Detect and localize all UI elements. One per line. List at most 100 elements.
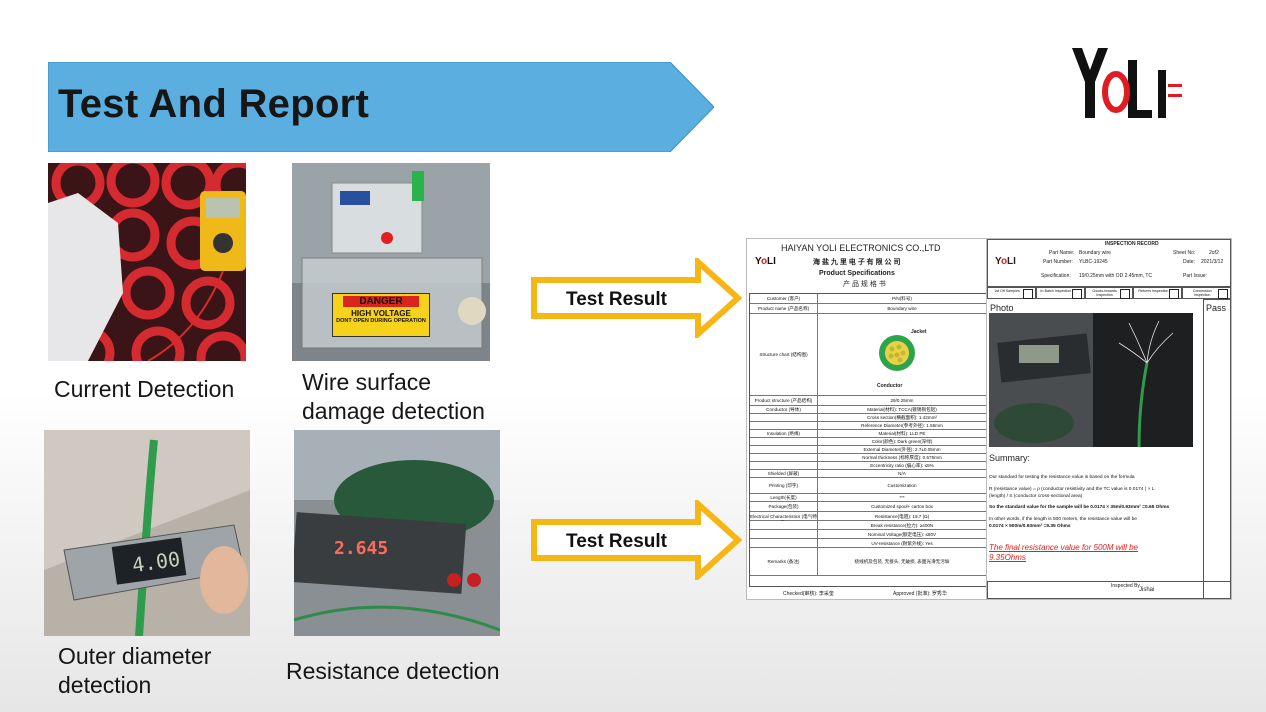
inspection-check[interactable]: Goods-Inwards Inspection [1084, 287, 1134, 299]
spec-row: Printing (印字)Customization [750, 478, 986, 494]
inspection-check[interactable]: Concession Inspection [1182, 287, 1231, 299]
part-issue-label: Part Issue: [1183, 273, 1207, 279]
inspected-by-value: Jishai [1139, 587, 1155, 593]
spec-value: 19/0.25mm with OD 2.45mm, TC [1079, 273, 1152, 279]
sheet-no-label: Sheet No: [1173, 250, 1196, 256]
spec-row-value: Customization [887, 483, 917, 488]
date-value: 2021/3/12 [1201, 259, 1224, 265]
banner-shape [48, 62, 714, 152]
caption-surface-damage: Wire surface damage detection [302, 368, 485, 426]
spec-row-value: 绕线机及包装, 无接头, 无破损, 表面光滑无污垢 [854, 559, 950, 564]
part-number-label: Part Number: [1043, 259, 1073, 265]
photo-current-detection [48, 163, 246, 361]
spec-row-value: Color(颜色): Dark green(深绿) [871, 439, 933, 444]
summary-label: Summary: [989, 453, 1031, 463]
test-result-arrow-top: Test Result [530, 255, 743, 341]
spec-row: UV-resistance (耐紫外线): Yes [750, 539, 986, 548]
spec-row: Nominal Voltage(额定电压): ≤80V [750, 530, 986, 539]
caption-line: detection [58, 672, 152, 698]
inspection-check-label: Returns Inspection [1138, 289, 1169, 293]
spec-row-value: Break resistance(拉力): ≥400N [870, 522, 934, 528]
spec-row: External Diameter(外径): 2.7±0.05mm [750, 446, 986, 454]
checkbox[interactable] [1120, 289, 1131, 299]
spec-row-label: Length(长度) [750, 494, 818, 502]
spec-row-label [750, 521, 818, 530]
spec-row: Product structure (产品结构)29/0.25mm [750, 396, 986, 406]
summary-line: 0.0174 × 500m/0.93mm² =9.35 Ohms [989, 524, 1071, 529]
summary-line: R (resistance value) = ρ (conductor resi… [989, 487, 1155, 492]
spec-row-value: Material(材料): LLD PE [878, 431, 926, 436]
inspection-check-label: Goods-Inwards Inspection [1092, 289, 1117, 297]
spec-row-label: Shielded (屏蔽) [750, 470, 818, 478]
inspection-check[interactable]: In-Batch Inspection [1035, 287, 1085, 299]
spec-row: Product name (产品名称)Boundary wire [750, 304, 986, 314]
spec-row-label: Remarks (备注) [750, 548, 818, 576]
spec-row-label [750, 414, 818, 422]
final-result-line1: The final resistance value for 500M will… [989, 543, 1138, 552]
spec-footer-approved: Approved (批准): 罗秀华 [893, 591, 947, 597]
photo-surface-damage: DANGER HIGH VOLTAGE DONT OPEN DURING OPE… [292, 163, 490, 361]
inspection-check[interactable]: Returns Inspection [1133, 287, 1183, 299]
spec-row-label [750, 530, 818, 539]
photo-label: Photo [990, 303, 1014, 313]
page-title: Test And Report [58, 82, 370, 126]
inspection-check-label: 1st Off Samples [994, 289, 1020, 293]
spec-row: Length(长度) *** [750, 494, 986, 502]
spec-label: Specification: [1041, 273, 1071, 279]
spec-row-label: Insulation (绝缘) [750, 430, 818, 438]
spec-row: Shielded (屏蔽)N/A [750, 470, 986, 478]
test-result-label: Test Result [566, 531, 668, 552]
inspection-footer [987, 581, 1231, 599]
spec-row-label [750, 438, 818, 446]
summary-line: Our standard for testing the resistance … [989, 475, 1135, 480]
part-number-value: YLBC-19245 [1079, 259, 1108, 265]
spec-row-value: *** [899, 495, 905, 500]
caption-line: Outer diameter [58, 643, 212, 669]
spec-company-cn: 海 盐 九 里 电 子 有 限 公 司 [813, 259, 901, 266]
caption-current-detection: Current Detection [54, 375, 234, 404]
spec-row: Package(包装)Customized spool+ carton box [750, 502, 986, 512]
inspection-check[interactable]: 1st Off Samples [987, 287, 1036, 299]
yoli-logo [1068, 40, 1188, 126]
checkbox[interactable] [1169, 289, 1180, 299]
product-spec-sheet: HAIYAN YOLI ELECTRONICS CO.,LTD YoLI 海 盐… [746, 238, 988, 600]
meter-reading: 2.645 [334, 538, 389, 559]
spec-row: Color(颜色): Dark green(深绿) [750, 438, 986, 446]
caption-line: Resistance detection [286, 658, 500, 684]
inspection-checks: 1st Off Samples In-Batch Inspection Goods-… [987, 287, 1231, 299]
spec-row: Eccentricity ratio (偏心率): ≤5% [750, 462, 986, 470]
diagram-conductor-label: Conductor [877, 383, 903, 389]
part-name-value: Boundary wire [1079, 250, 1111, 256]
spec-row: Customer (客户) P/N(料号) [750, 294, 986, 304]
spec-row-value: Reference Diameter(参考外径): 1.55mm [861, 423, 943, 428]
checkbox[interactable] [1022, 289, 1033, 299]
spec-row-label: Conductor (导体) [750, 406, 818, 414]
spec-row-label: Product name (产品名称) [750, 304, 818, 314]
title-banner: Test And Report [48, 62, 714, 152]
cable-structure-icon [879, 335, 915, 371]
checkbox[interactable] [1217, 289, 1228, 299]
summary-line: So the standard value for the sample wil… [989, 505, 1170, 510]
pass-label: Pass [1206, 303, 1227, 313]
caption-outer-diameter: Outer diameter detection [58, 642, 211, 700]
caption-line: Wire surface [302, 369, 432, 395]
spec-row-label: Product structure (产品结构) [750, 396, 818, 406]
date-label: Date: [1183, 259, 1195, 265]
caption-line: damage detection [302, 398, 485, 424]
spec-row-value: Resistance(电阻): 19.7 (Ω) [874, 513, 930, 519]
checkbox[interactable] [1071, 289, 1082, 299]
photo-outer-diameter: 4.00 [44, 430, 250, 636]
sheet-no-value: 2of2 [1209, 250, 1219, 256]
spec-row-value: P/N(料号) [892, 296, 912, 301]
spec-title-en: Product Specifications [819, 270, 895, 277]
spec-row: Remarks (备注) 绕线机及包装, 无接头, 无破损, 表面光滑无污垢 [750, 548, 986, 576]
spec-row: Reference Diameter(参考外径): 1.55mm [750, 422, 986, 430]
spec-row: Normal thickness (标称厚度): 0.575mm [750, 454, 986, 462]
spec-row: Cross section(横截面积): 1.42mm² [750, 414, 986, 422]
spec-title-cn: 产 品 规 格 书 [843, 281, 886, 288]
spec-row-label: Customer (客户) [750, 294, 818, 304]
spec-row: Structure chart (结构图) [750, 314, 986, 396]
spec-row: Insulation (绝缘) Material(材料): LLD PE [750, 430, 986, 438]
spec-row-label [750, 539, 818, 548]
inspection-logo: YoLI [995, 256, 1016, 267]
